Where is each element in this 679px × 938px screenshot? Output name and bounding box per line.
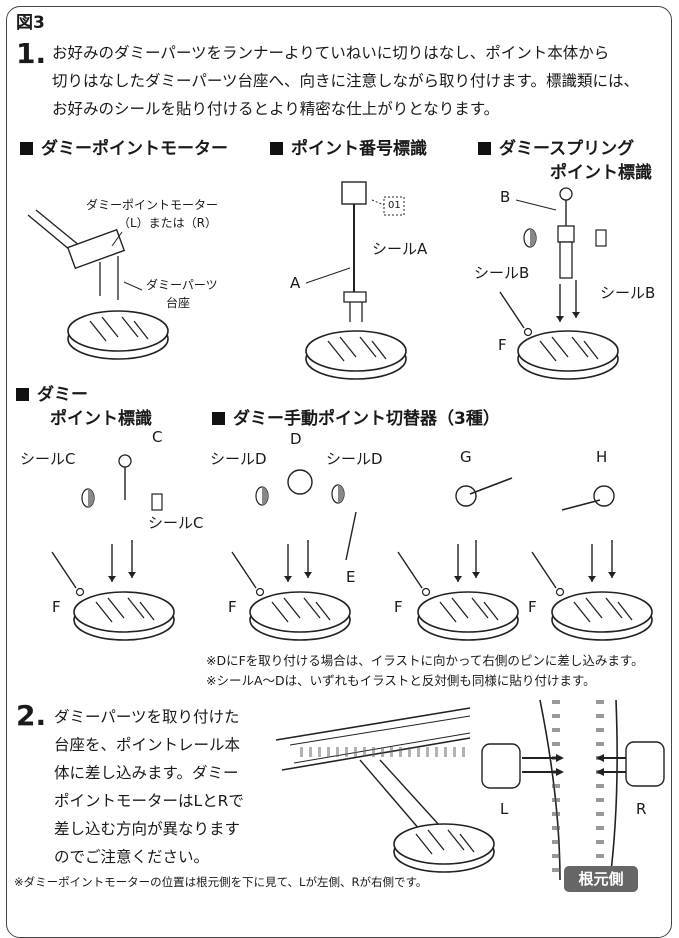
label-base-2: 台座 <box>166 296 191 310</box>
label-seal-c-right: シールC <box>148 514 204 532</box>
manual-switch-d <box>231 469 357 641</box>
label-motor-part-1: ダミーポイントモーター <box>86 198 219 212</box>
section-motor: ダミーポイントモーター <box>20 134 228 159</box>
label-b: B <box>500 188 511 206</box>
step1-line-1: お好みのダミーパーツをランナーよりていねいに切りはなし、ポイント本体から <box>52 44 610 62</box>
dummy-sign-illustration <box>51 454 175 641</box>
rail-illustration <box>275 707 495 873</box>
note-1: ※DにFを取り付ける場合は、イラストに向かって右側のピンに差し込みます。 <box>206 653 644 668</box>
step2-line-6: のでご注意ください。 <box>54 848 210 866</box>
label-e: E <box>346 568 356 586</box>
illustrations <box>27 181 665 881</box>
label-c: C <box>152 428 163 446</box>
label-seal-b-right: シールB <box>600 284 656 302</box>
section-spring-line2: ポイント標識 <box>550 163 652 183</box>
step1-number: 1. <box>16 37 47 70</box>
label-seal-a: シールA <box>372 240 428 258</box>
number-sign-illustration <box>305 181 407 380</box>
root-side-badge: 根元側 <box>564 866 638 892</box>
spring-sign-illustration <box>499 187 619 380</box>
label-f5: F <box>528 598 537 616</box>
label-f3: F <box>228 598 237 616</box>
label-seal-d-left: シールD <box>210 450 267 468</box>
label-base-1: ダミーパーツ <box>146 278 218 292</box>
label-d: D <box>290 430 302 448</box>
section-dummy-line2: ポイント標識 <box>50 409 152 429</box>
label-f1: F <box>498 336 507 354</box>
motor-illustration <box>27 209 169 360</box>
step2-line-2: 台座を、ポイントレール本 <box>54 736 241 754</box>
section-spring: ダミースプリング <box>478 134 634 159</box>
section-dummy: ダミー <box>16 380 88 405</box>
label-g: G <box>460 448 472 466</box>
step2-line-3: 体に差し込みます。ダミー <box>54 764 239 782</box>
step2-line-4: ポイントモーターはLとRで <box>54 792 244 810</box>
label-h: H <box>596 448 608 466</box>
note-2: ※シールA～Dは、いずれもイラストと反対側も同様に貼り付けます。 <box>206 673 596 688</box>
manual-switch-g <box>397 477 519 641</box>
label-f4: F <box>394 598 403 616</box>
figure-title: 図3 <box>16 13 45 33</box>
label-sign-plate: 01 <box>388 200 401 211</box>
step2-number: 2. <box>16 699 47 732</box>
footer-note: ※ダミーポイントモーターの位置は根元側を下に見て、Lが左側、Rが右側です。 <box>14 875 428 889</box>
step2-line-5: 差し込む方向が異なります <box>54 820 241 838</box>
step1-line-3: お好みのシールを貼り付けるとより精密な仕上がりとなります。 <box>52 100 500 118</box>
label-a: A <box>290 274 301 292</box>
step2-line-1: ダミーパーツを取り付けた <box>54 708 240 726</box>
section-manual: ダミー手動ポイント切替器（3種） <box>212 404 500 429</box>
label-seal-c-left: シールC <box>20 450 76 468</box>
label-motor-part-2: （L）または（R） <box>118 216 218 230</box>
label-seal-b-left: シールB <box>474 264 530 282</box>
step1-line-2: 切りはなしたダミーパーツ台座へ、向きに注意しながら取り付けます。標識類には、 <box>52 72 639 90</box>
label-f2: F <box>52 598 61 616</box>
label-seal-d-right: シールD <box>326 450 383 468</box>
label-r: R <box>636 800 647 818</box>
manual-switch-h <box>531 485 653 641</box>
rail-top-view <box>481 699 665 881</box>
label-l: L <box>500 800 509 818</box>
section-number-sign: ポイント番号標識 <box>270 134 427 159</box>
